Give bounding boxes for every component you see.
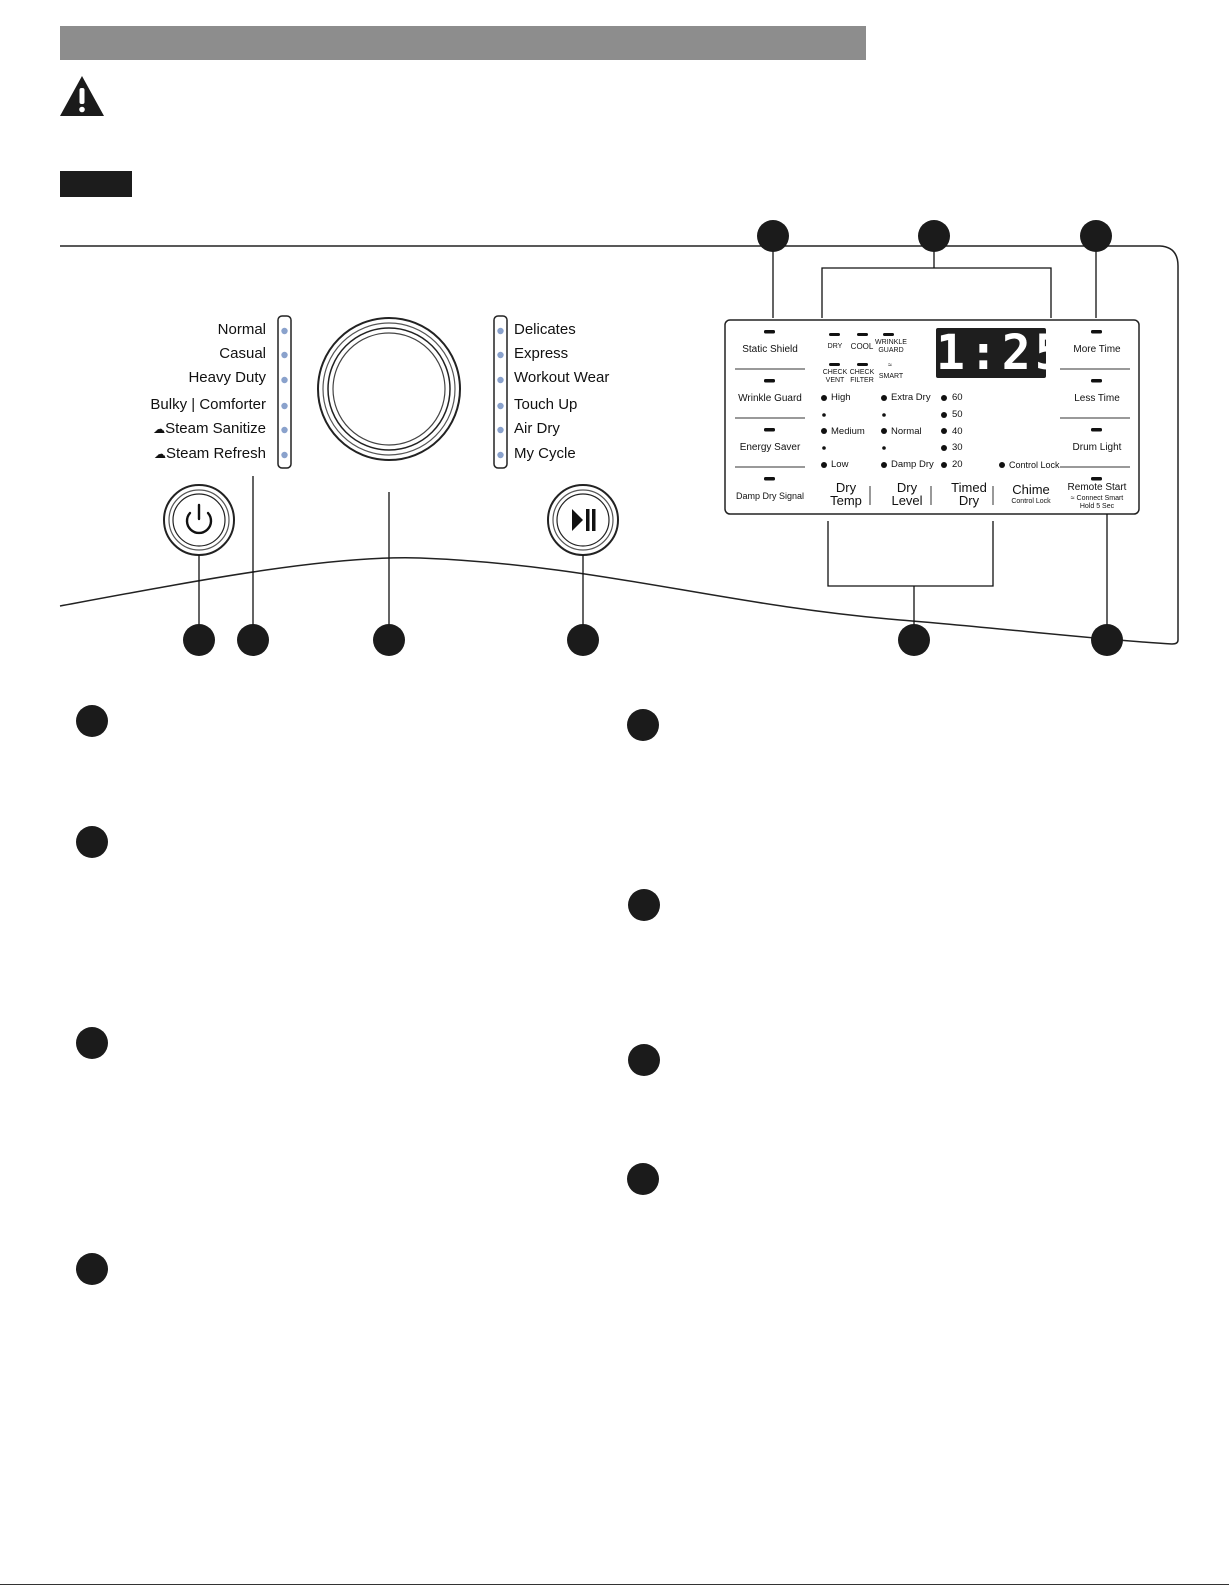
less-time-button[interactable]: Less Time	[1074, 393, 1120, 404]
dry-temp-button[interactable]: Dry Temp	[830, 481, 862, 507]
dry-level-line-1: Dry	[896, 480, 918, 495]
dry-level-extra-dry: Extra Dry	[891, 392, 931, 403]
cycle-steam-refresh-label[interactable]: ☁Steam Refresh	[153, 445, 266, 462]
more-time-button[interactable]: More Time	[1073, 344, 1121, 355]
dry-temp-line-2: Temp	[830, 493, 862, 508]
timed-dry-40: 40	[952, 426, 963, 437]
cycle-touch-up-label[interactable]: Touch Up	[514, 396, 578, 413]
cycle-casual-label[interactable]: Casual	[219, 345, 266, 362]
cycle-heavy-duty-label[interactable]: Heavy Duty	[188, 369, 266, 386]
chime-button[interactable]: Chime	[1012, 482, 1050, 497]
description-bullet-3	[76, 1027, 108, 1059]
remote-start-sub-2: Hold 5 Sec	[1079, 503, 1115, 510]
callout-cycle-leds	[237, 624, 269, 656]
description-bullet-5	[627, 709, 659, 741]
callout-status-display	[918, 220, 950, 252]
note-label-tag	[60, 171, 132, 197]
remote-start-button[interactable]: Remote Start	[1067, 482, 1127, 493]
damp-dry-signal-button[interactable]: Damp Dry Signal	[735, 491, 805, 501]
description-bullet-4	[76, 1253, 108, 1285]
wrinkle-guard-button[interactable]: Wrinkle Guard	[738, 393, 802, 404]
section-header-bar	[60, 26, 866, 60]
timed-dry-button[interactable]: Timed Dry	[951, 481, 987, 507]
timed-dry-30: 30	[952, 442, 963, 453]
callout-more-time	[1080, 220, 1112, 252]
dry-temp-low: Low	[831, 459, 849, 470]
control-lock-indicator: Control Lock	[1009, 460, 1060, 470]
callout-power	[183, 624, 215, 656]
timed-dry-60: 60	[952, 392, 963, 403]
steam-icon: ☁	[153, 447, 166, 461]
cycle-my-cycle-label[interactable]: My Cycle	[514, 445, 576, 462]
cycle-workout-wear-label[interactable]: Workout Wear	[514, 369, 610, 386]
steam-icon: ☁	[153, 422, 166, 436]
description-bullet-6	[628, 889, 660, 921]
status-check-vent: CHECK VENT	[822, 369, 848, 384]
cycle-normal-label[interactable]: Normal	[217, 321, 266, 338]
callout-start-pause	[567, 624, 599, 656]
cycle-selector-knob	[317, 317, 461, 461]
callout-remote-start	[1091, 624, 1123, 656]
chime-sub-label: Control Lock	[1011, 498, 1051, 505]
remote-start-sub-1: ≈ Connect Smart	[1070, 495, 1124, 502]
callout-option-groups	[898, 624, 930, 656]
dry-level-damp-dry: Damp Dry	[891, 459, 934, 470]
description-bullet-1	[76, 705, 108, 737]
timed-dry-20: 20	[952, 459, 963, 470]
cycle-air-dry-label[interactable]: Air Dry	[514, 420, 560, 437]
description-bullet-8	[627, 1163, 659, 1195]
left-cycle-led-strip	[277, 315, 292, 469]
wifi-icon: ≈	[888, 362, 892, 369]
dry-level-line-2: Level	[891, 493, 923, 508]
power-button	[163, 484, 235, 556]
digital-display	[936, 328, 1046, 378]
status-cool: COOL	[850, 342, 874, 351]
warning-triangle-icon	[60, 76, 104, 116]
callout-static-shield	[757, 220, 789, 252]
callout-cycle-knob	[373, 624, 405, 656]
timed-dry-line-2: Dry	[958, 493, 980, 508]
status-check-filter: CHECK FILTER	[849, 369, 875, 384]
page-bottom-rule	[0, 1584, 1229, 1585]
timed-dry-line-1: Timed	[951, 480, 987, 495]
cycle-express-label[interactable]: Express	[514, 345, 569, 362]
status-dry: DRY	[827, 343, 843, 350]
dry-temp-high: High	[831, 392, 851, 403]
start-pause-button	[547, 484, 619, 556]
description-bullet-2	[76, 826, 108, 858]
status-wrinkle-guard: WRINKLE GUARD	[875, 339, 907, 354]
cycle-steam-sanitize-label[interactable]: ☁Steam Sanitize	[153, 420, 266, 437]
drum-light-button[interactable]: Drum Light	[1072, 442, 1122, 453]
cycle-delicates-label[interactable]: Delicates	[514, 321, 576, 338]
description-bullet-7	[628, 1044, 660, 1076]
dry-temp-line-1: Dry	[835, 480, 857, 495]
wifi-icon: ≈	[1070, 495, 1075, 502]
cycle-bulky-comforter-label[interactable]: Bulky | Comforter	[150, 396, 266, 413]
display-time-readout: 1:25	[936, 325, 1068, 381]
energy-saver-button[interactable]: Energy Saver	[739, 442, 801, 453]
dry-temp-medium: Medium	[831, 426, 865, 437]
static-shield-button[interactable]: Static Shield	[742, 344, 798, 355]
dry-level-button[interactable]: Dry Level	[891, 481, 922, 507]
status-smart: SMART	[878, 373, 904, 380]
timed-dry-50: 50	[952, 409, 963, 420]
right-cycle-led-strip	[493, 315, 508, 469]
dry-level-normal: Normal	[891, 426, 922, 437]
